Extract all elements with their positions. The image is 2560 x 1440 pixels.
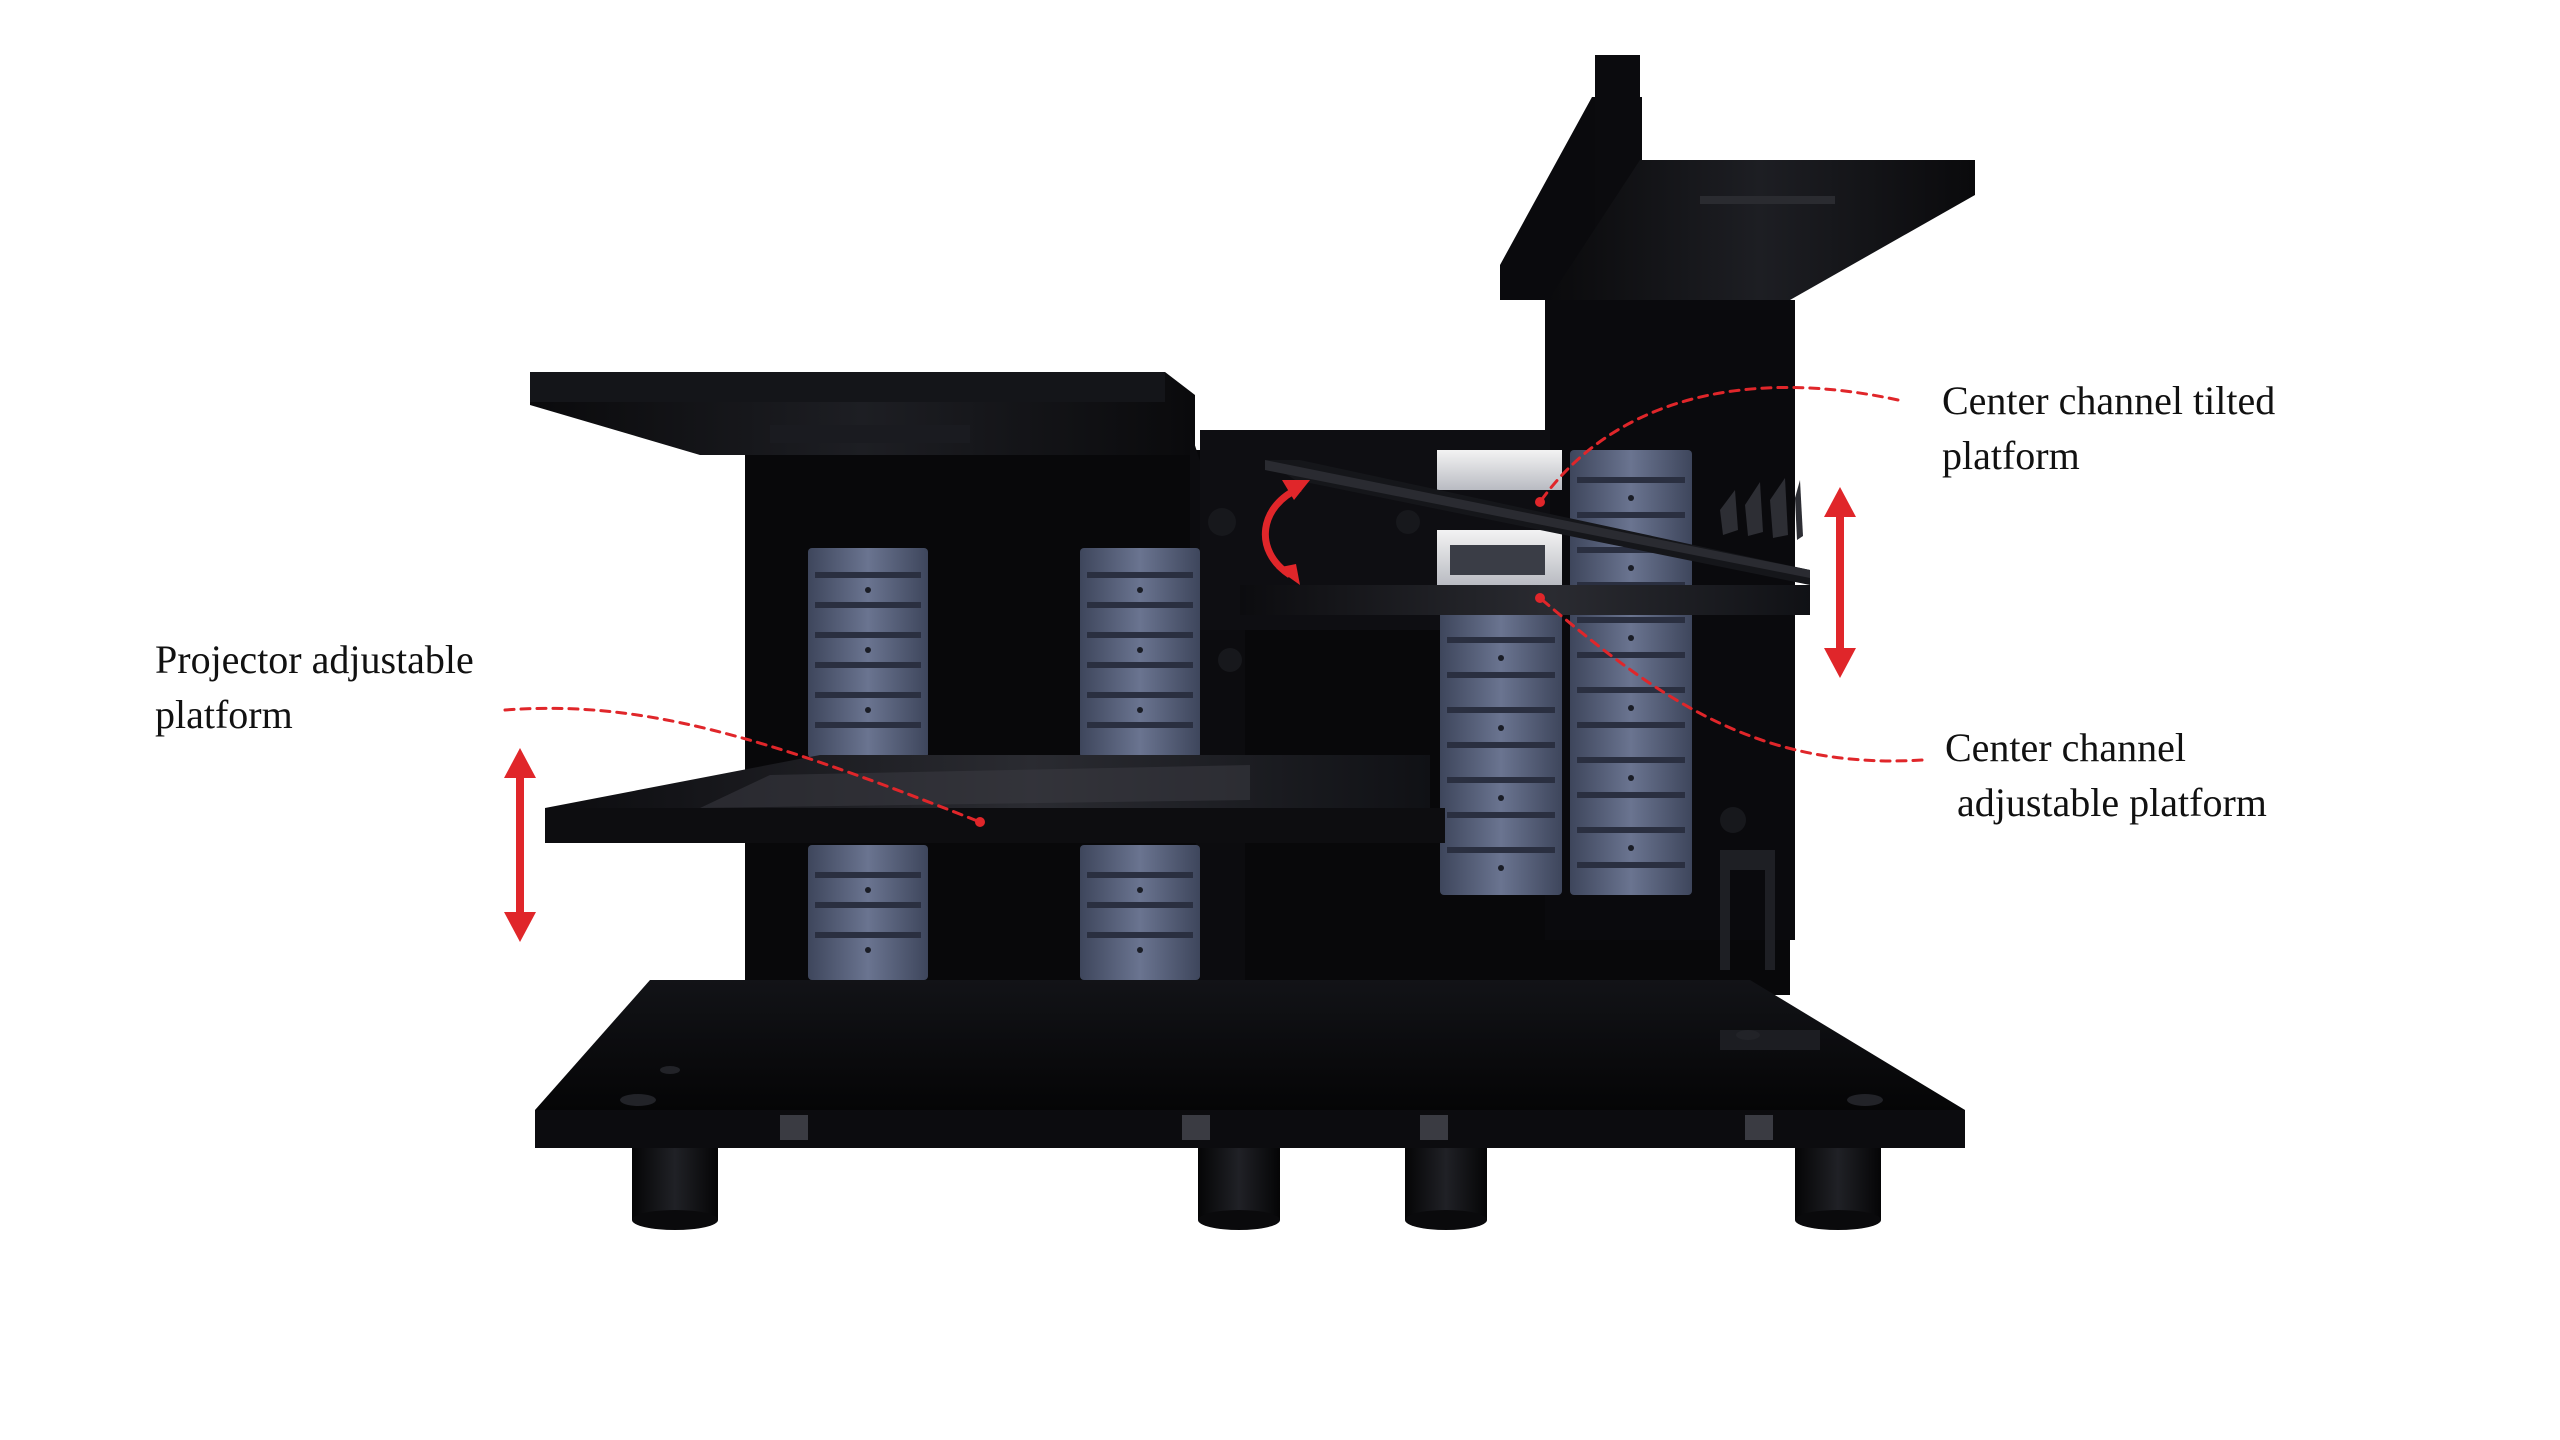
base	[535, 980, 1965, 1230]
base-top	[535, 980, 1965, 1110]
projector-platform	[545, 755, 1445, 843]
double-headed-vertical-arrow-icon	[1824, 487, 1856, 678]
cable-hole	[1720, 807, 1746, 833]
callout-line: adjustable platform	[1957, 780, 2267, 825]
top-right-shelf	[1545, 160, 1975, 305]
callout-projector-platform: Projector adjustable platform	[155, 632, 474, 742]
base-clips	[780, 1115, 1773, 1140]
heatsink-fins	[1720, 478, 1803, 540]
projector-platform-recess	[700, 765, 1250, 808]
leader-line-tilted	[1538, 386, 1900, 504]
leader-dot	[1535, 593, 1545, 603]
top-left-shelf-front	[530, 372, 1165, 402]
center-speaker-box	[1437, 450, 1562, 490]
cable-hole	[1218, 648, 1242, 672]
foot	[1198, 1148, 1280, 1220]
base-slot	[1720, 1030, 1820, 1050]
callout-line: Center channel tilted	[1942, 378, 2276, 423]
callout-line: platform	[155, 692, 293, 737]
foam-panel	[1080, 845, 1200, 980]
leader-dot	[975, 817, 985, 827]
center-channel-assembly	[1240, 450, 1810, 615]
leader-dot	[1535, 497, 1545, 507]
foot	[632, 1148, 718, 1220]
foam-panel	[1440, 610, 1562, 895]
curved-double-headed-arrow-icon	[1261, 480, 1310, 585]
foot	[1405, 1148, 1487, 1220]
cable-hole	[1208, 508, 1236, 536]
base-front	[535, 1110, 1965, 1148]
leader-dots	[975, 497, 1545, 827]
double-headed-vertical-arrow-icon	[504, 748, 536, 942]
callout-line: Center channel	[1945, 725, 2186, 770]
annotations	[503, 386, 1924, 824]
acoustic-panels	[808, 450, 1692, 980]
right-bracket	[1720, 850, 1775, 970]
callout-line: Projector adjustable	[155, 637, 474, 682]
callout-center-adjustable-platform: Center channel adjustable platform	[1945, 720, 2267, 830]
center-tilted-platform-top	[1265, 460, 1810, 578]
callout-line: platform	[1942, 433, 2080, 478]
top-right-shelf-slot	[1700, 196, 1835, 204]
foot	[1795, 1148, 1881, 1220]
top-left-shelf-slot	[770, 425, 970, 443]
foam-panel	[1570, 450, 1692, 895]
base-feet	[632, 1148, 1881, 1230]
foam-panel	[808, 845, 928, 980]
leader-line-center	[1538, 596, 1924, 763]
cable-hole	[1396, 510, 1420, 534]
center-speaker-box-inner	[1450, 545, 1545, 575]
leader-line-projector	[503, 706, 982, 824]
center-adjustable-platform	[1240, 585, 1810, 615]
projector-platform-front	[545, 808, 1445, 843]
callout-center-tilted-platform: Center channel tilted platform	[1942, 373, 2275, 483]
